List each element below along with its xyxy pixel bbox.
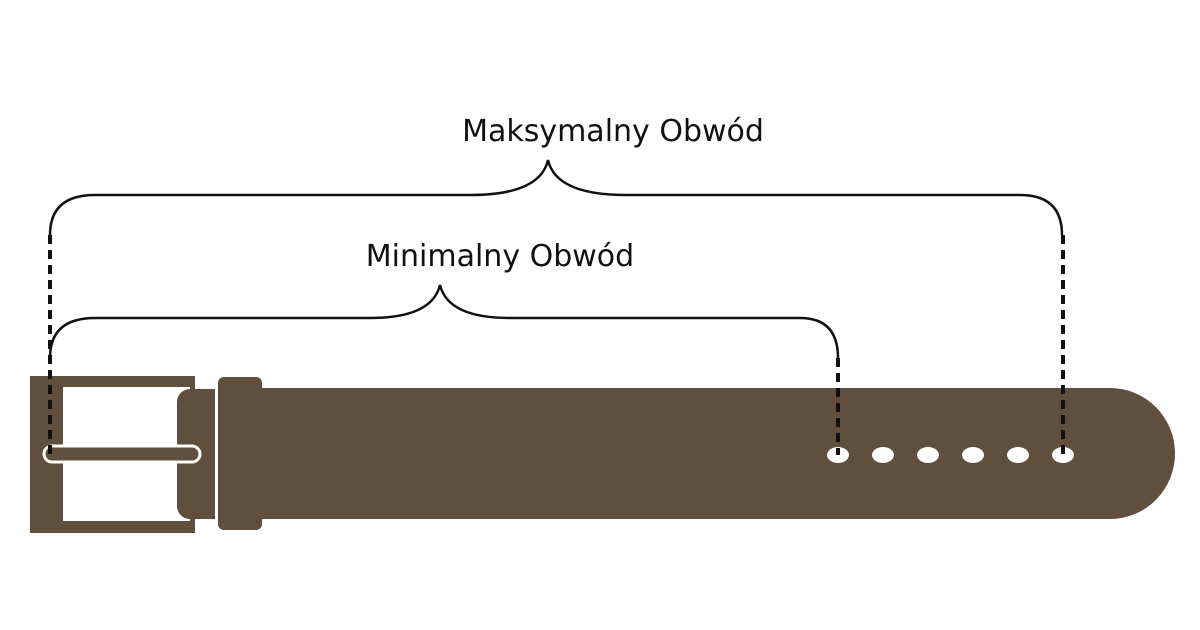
buckle-prong [42,444,202,464]
belt-hole [872,447,894,463]
belt-hole [1007,447,1029,463]
min-brace [48,284,840,359]
max-brace [48,159,1064,236]
min-circumference-label: Minimalny Obwód [366,239,634,274]
belt-holes [827,447,1074,463]
belt-hole [1052,447,1074,463]
belt-loop [218,377,262,530]
belt-hole [962,447,984,463]
belt-strap [262,388,1175,519]
max-circumference-label: Maksymalny Obwód [462,114,764,149]
belt-hole [917,447,939,463]
